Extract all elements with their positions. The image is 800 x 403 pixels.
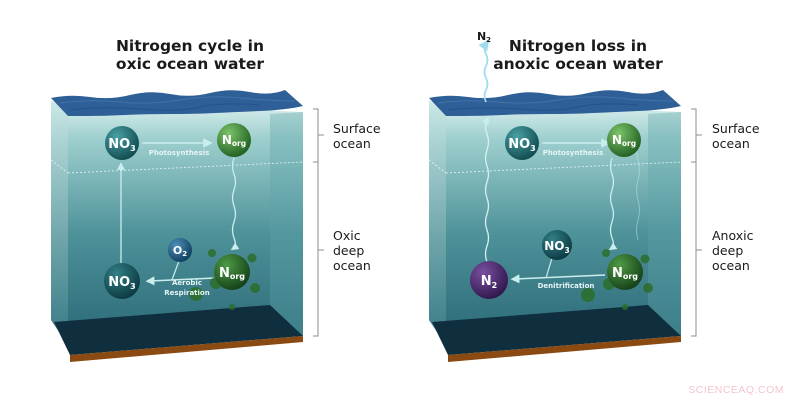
seafloor	[54, 305, 303, 355]
node-deep-nitrate: NO3	[104, 263, 140, 299]
node-deep-organic: Norg	[607, 254, 643, 290]
label-anoxic-deep-ocean: Anoxic deep ocean	[712, 228, 754, 273]
node-dinitrogen: N2	[470, 261, 508, 299]
process-photosynthesis: Photosynthesis	[149, 149, 210, 157]
label-surface-ocean: Surface ocean	[712, 121, 760, 151]
title-line-2: oxic ocean water	[115, 55, 265, 73]
process-aerobic-line2: Respiration	[164, 289, 209, 297]
escape-gas-label: N2	[477, 30, 491, 44]
panel-anoxic: Nitrogen loss in anoxic ocean water	[400, 0, 800, 403]
sediment	[448, 336, 681, 362]
node-deep-nitrate: NO3	[542, 230, 572, 260]
svg-text:Norg: Norg	[612, 266, 638, 281]
svg-text:NO3: NO3	[108, 137, 136, 153]
svg-text:NO3: NO3	[108, 275, 136, 291]
panel-title: Nitrogen loss in anoxic ocean water	[488, 37, 668, 73]
svg-text:Norg: Norg	[612, 133, 636, 148]
watermark: SCIENCEAQ.COM	[688, 384, 784, 396]
organic-particles	[189, 249, 260, 310]
box-right-face	[648, 112, 681, 336]
sea-surface	[429, 90, 681, 116]
label-oxic-deep-ocean: Oxic deep ocean	[333, 228, 371, 273]
box-left-face	[429, 101, 446, 345]
process-aerobic-line1: Aerobic	[172, 279, 202, 287]
svg-text:NO3: NO3	[508, 137, 536, 153]
node-surface-organic: Norg	[607, 123, 641, 157]
nitrate-input-line	[545, 257, 553, 279]
n2-escape-arrow	[478, 39, 490, 103]
sea-surface	[51, 90, 303, 116]
svg-text:Norg: Norg	[222, 133, 246, 148]
layer-brackets	[313, 108, 324, 337]
title-line-1: Nitrogen cycle in	[115, 37, 265, 55]
sinking-arrow	[608, 157, 618, 251]
sinking-arrow	[230, 157, 240, 251]
box-right-face	[270, 112, 303, 336]
panel-oxic: Nitrogen cycle in oxic ocean water	[50, 37, 381, 362]
respiration-arrow	[145, 276, 216, 286]
seafloor	[432, 305, 681, 355]
box-left-face	[51, 101, 68, 345]
node-surface-nitrate: NO3	[505, 126, 539, 160]
svg-text:NO3: NO3	[544, 239, 569, 255]
panel-title: Nitrogen cycle in oxic ocean water	[100, 37, 280, 73]
node-oxygen: O2	[168, 238, 192, 262]
node-surface-nitrate: NO3	[105, 126, 139, 160]
layer-brackets	[691, 108, 702, 337]
layer-boundary	[445, 161, 682, 174]
denitrification-arrow	[510, 274, 606, 284]
process-denitrification: Denitrification	[538, 282, 595, 290]
label-surface-ocean: Surface ocean	[333, 121, 381, 151]
svg-text:Norg: Norg	[219, 266, 245, 281]
n2-rising-arrow	[481, 116, 490, 263]
ocean-box-diagram: N2 NO3 Norg NO3	[428, 30, 702, 362]
title-line-2: anoxic ocean water	[493, 55, 663, 73]
process-photosynthesis: Photosynthesis	[543, 149, 604, 157]
node-surface-organic: Norg	[217, 123, 251, 157]
layer-boundary	[67, 161, 304, 174]
title-line-1: Nitrogen loss in	[508, 37, 648, 55]
svg-text:N2: N2	[481, 274, 497, 290]
ocean-box-diagram: NO3 Norg O2 Norg NO3 Photosynthesis Aero…	[50, 90, 324, 362]
sediment	[70, 336, 303, 362]
svg-text:O2: O2	[173, 244, 187, 258]
node-deep-organic: Norg	[214, 254, 250, 290]
